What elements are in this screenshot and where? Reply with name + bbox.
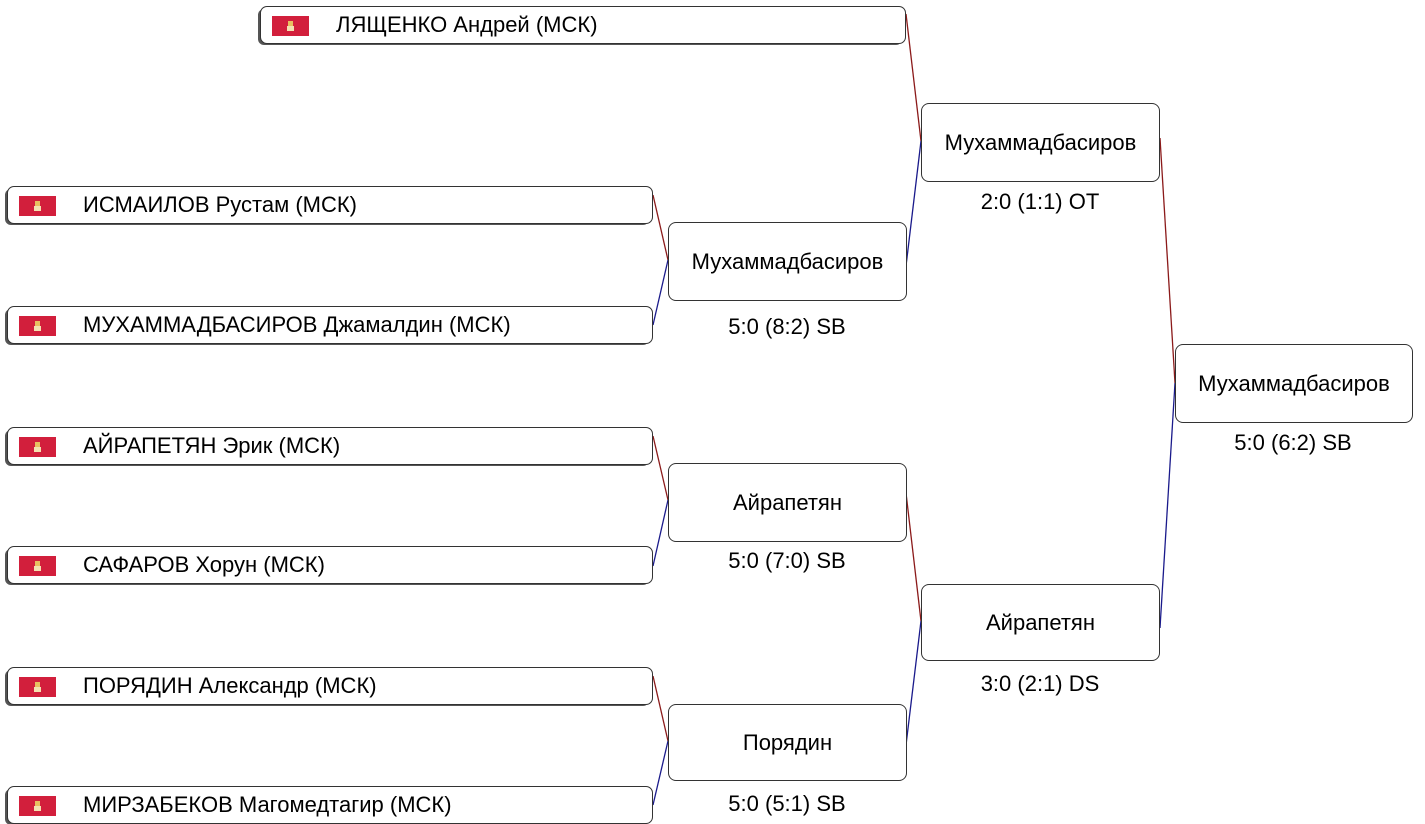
athlete-name: ИСМАИЛОВ Рустам (МСК) [83, 192, 358, 217]
match-score: 3:0 (2:1) DS [980, 671, 1100, 696]
athlete-name: САФАРОВ Хорун (МСК) [83, 552, 325, 577]
athlete-name: МИРЗАБЕКОВ Магомедтагир (МСК) [83, 792, 452, 817]
match-score: 5:0 (5:1) SB [728, 791, 846, 816]
athlete-card-ismailov: ИСМАИЛОВ Рустам (МСК) [7, 186, 653, 224]
match-box-r1-b: Айрапетян [668, 463, 907, 542]
match-box-r2-b: Айрапетян [921, 584, 1160, 661]
match-winner: Порядин [742, 729, 833, 755]
moscow-flag-icon [19, 677, 56, 697]
athlete-card-mirzabekov: МИРЗАБЕКОВ Магомедтагир (МСК) [7, 786, 653, 824]
match-score: 2:0 (1:1) OT [980, 189, 1100, 214]
match-score: 5:0 (7:0) SB [728, 548, 846, 573]
match-winner: Айрапетян [733, 489, 842, 515]
match-box-r2-a: Мухаммадбасиров [921, 103, 1160, 182]
match-winner: Мухаммадбасиров [1198, 370, 1390, 396]
moscow-flag-icon [19, 316, 56, 336]
moscow-flag-icon [272, 16, 309, 36]
match-score: 5:0 (8:2) SB [728, 314, 846, 339]
match-box-r1-a: Мухаммадбасиров [668, 222, 907, 301]
moscow-flag-icon [19, 796, 56, 816]
match-box-r1-c: Порядин [668, 704, 907, 781]
moscow-flag-icon [19, 196, 56, 216]
athlete-name: АЙРАПЕТЯН Эрик (МСК) [83, 433, 341, 458]
moscow-flag-icon [19, 556, 56, 576]
match-winner: Мухаммадбасиров [944, 129, 1137, 155]
athlete-card-poryadin: ПОРЯДИН Александр (МСК) [7, 667, 653, 705]
match-score: 5:0 (6:2) SB [1234, 430, 1352, 455]
athlete-name: ЛЯЩЕНКО Андрей (МСК) [336, 12, 598, 37]
athlete-card-ayrapetyan: АЙРАПЕТЯН Эрик (МСК) [7, 427, 653, 465]
athlete-name: МУХАММАДБАСИРОВ Джамалдин (МСК) [83, 312, 511, 337]
match-winner: Айрапетян [986, 609, 1095, 635]
moscow-flag-icon [19, 437, 56, 457]
match-box-final: Мухаммадбасиров [1175, 344, 1413, 423]
athlete-name: ПОРЯДИН Александр (МСК) [83, 673, 377, 698]
athlete-card-safarov: САФАРОВ Хорун (МСК) [7, 546, 653, 584]
athlete-card-lyashchenko: ЛЯЩЕНКО Андрей (МСК) [260, 6, 906, 44]
match-winner: Мухаммадбасиров [691, 248, 884, 274]
athlete-card-mukhammadbasirov: МУХАММАДБАСИРОВ Джамалдин (МСК) [7, 306, 653, 344]
